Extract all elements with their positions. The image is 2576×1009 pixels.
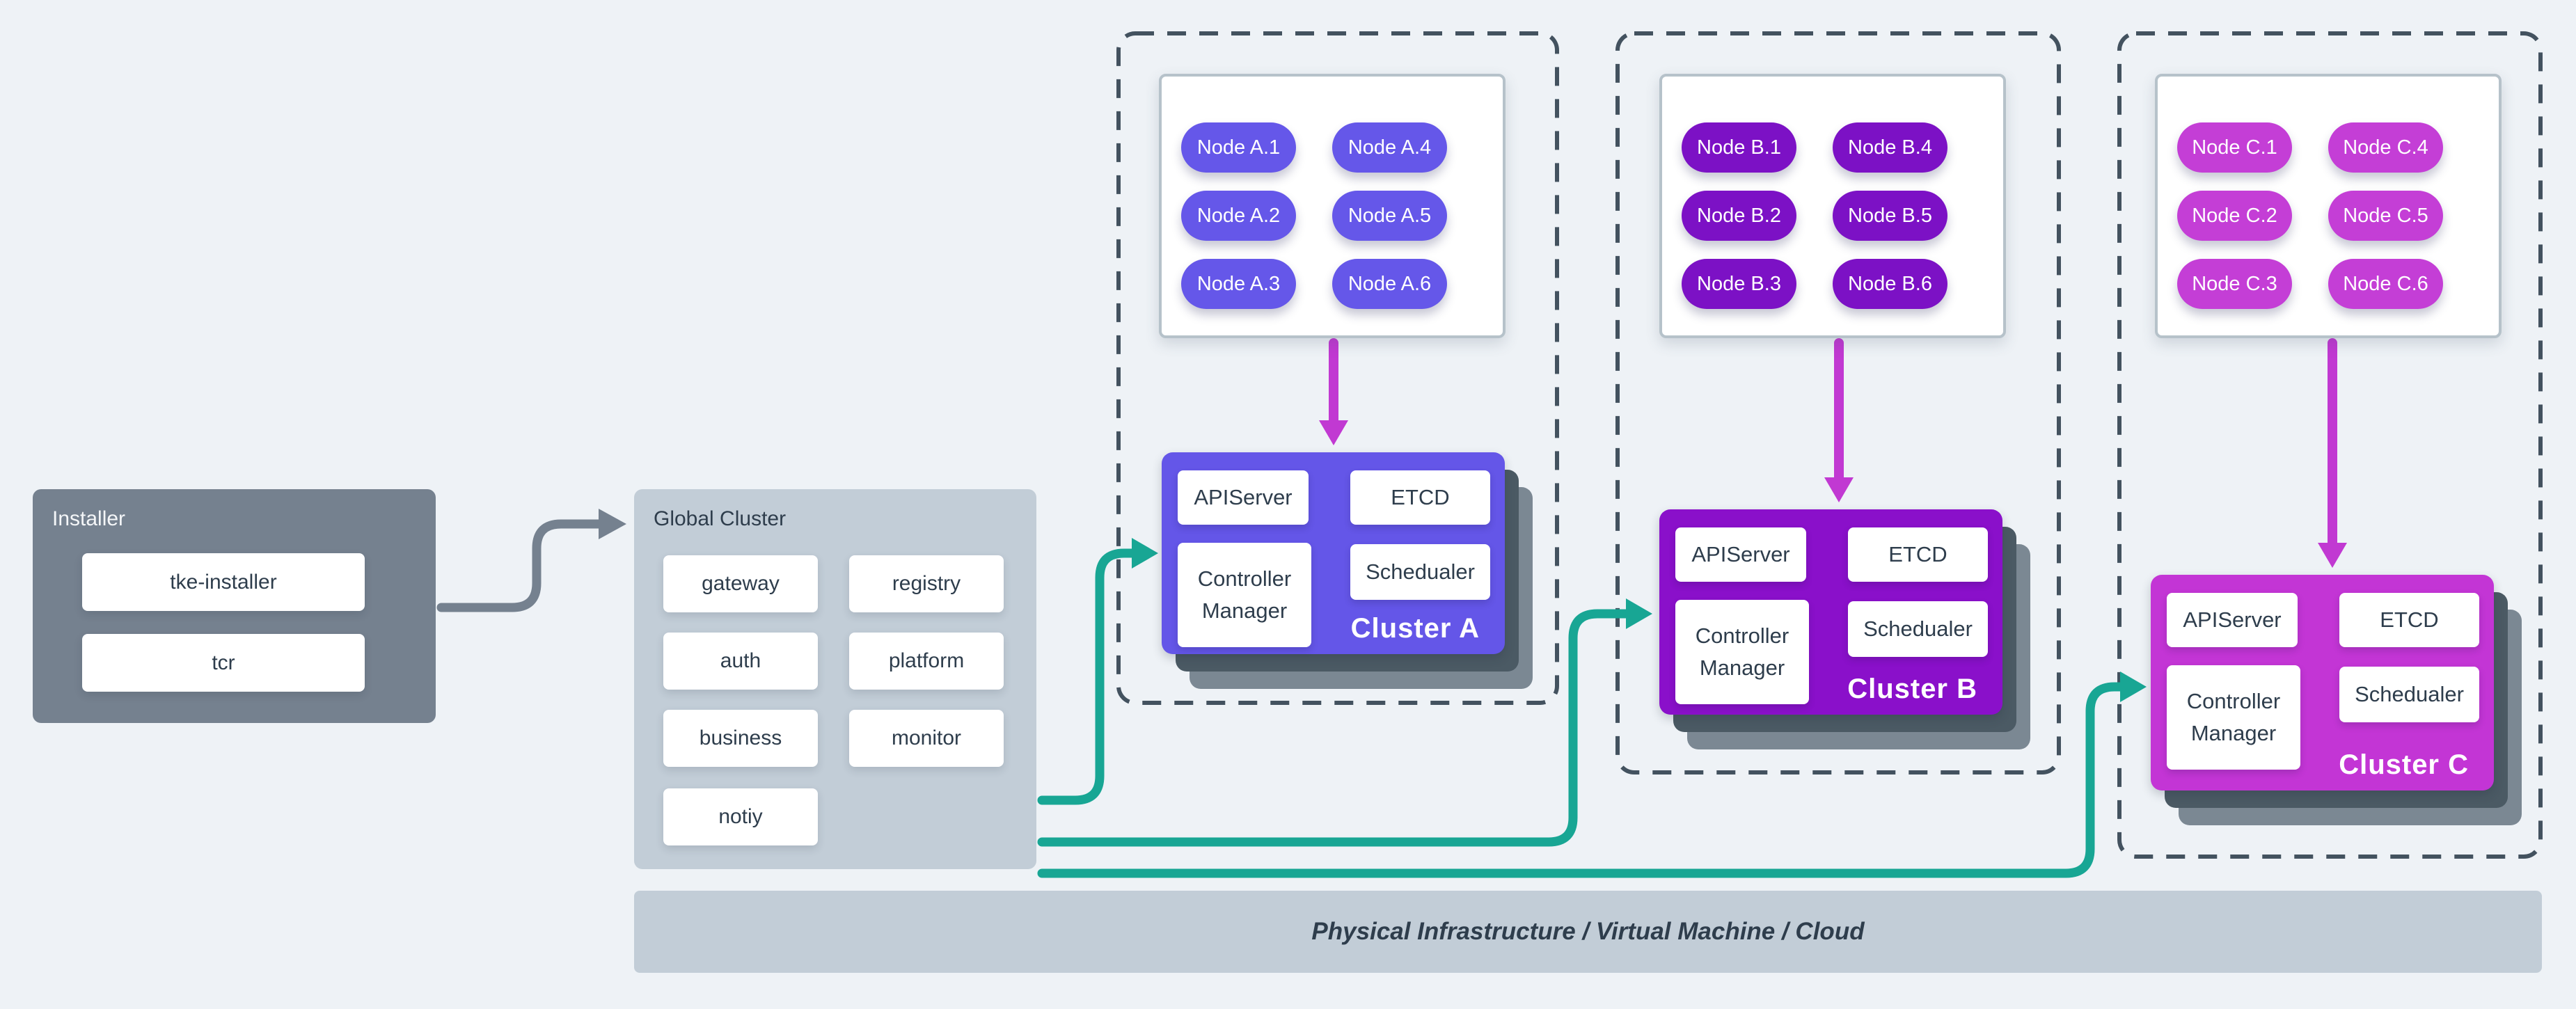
node-c5: Node C.5 bbox=[2328, 191, 2443, 241]
arrowhead-nodes-b-to-cluster-b bbox=[1824, 477, 1854, 502]
cluster-a-box: APIServer ETCD Controller Manager Schedu… bbox=[1162, 452, 1505, 654]
infrastructure-bar-label: Physical Infrastructure / Virtual Machin… bbox=[1311, 918, 1865, 945]
arrow-global-to-cluster-c bbox=[1037, 682, 2125, 878]
node-b6: Node B.6 bbox=[1833, 259, 1947, 309]
arrowhead-global-to-cluster-c bbox=[2120, 672, 2147, 702]
cluster-c-apiserver: APIServer bbox=[2167, 593, 2298, 647]
arrowhead-nodes-c-to-cluster-c bbox=[2318, 543, 2347, 568]
cluster-c-scheduler: Schedualer bbox=[2339, 667, 2479, 722]
node-b2: Node B.2 bbox=[1682, 191, 1796, 241]
cluster-c-label: Cluster C bbox=[2339, 749, 2469, 780]
node-c3: Node C.3 bbox=[2177, 259, 2292, 309]
node-b1: Node B.1 bbox=[1682, 122, 1796, 173]
cluster-b-scheduler: Schedualer bbox=[1848, 601, 1988, 657]
global-item-business: business bbox=[663, 710, 818, 767]
node-c4: Node C.4 bbox=[2328, 122, 2443, 173]
node-b3: Node B.3 bbox=[1682, 259, 1796, 309]
global-item-gateway: gateway bbox=[663, 555, 818, 612]
cluster-a-apiserver: APIServer bbox=[1178, 470, 1309, 525]
global-item-notiy: notiy bbox=[663, 788, 818, 845]
cluster-a-scheduler: Schedualer bbox=[1350, 544, 1490, 600]
cluster-b-apiserver: APIServer bbox=[1675, 527, 1806, 582]
cluster-b-dashed-boundary bbox=[1615, 31, 2061, 774]
node-c1: Node C.1 bbox=[2177, 122, 2292, 173]
node-b4: Node B.4 bbox=[1833, 122, 1947, 173]
global-item-monitor: monitor bbox=[849, 710, 1004, 767]
cluster-c-box: APIServer ETCD Controller Manager Schedu… bbox=[2151, 575, 2494, 790]
arrow-installer-to-global-cluster bbox=[436, 519, 603, 612]
cluster-b-box: APIServer ETCD Controller Manager Schedu… bbox=[1659, 509, 2002, 715]
global-cluster-panel: Global Cluster gateway registry auth pla… bbox=[634, 489, 1036, 869]
infrastructure-bar: Physical Infrastructure / Virtual Machin… bbox=[634, 891, 2542, 973]
arrow-global-to-cluster-b bbox=[1037, 609, 1631, 847]
cluster-c-etcd: ETCD bbox=[2339, 593, 2479, 647]
cluster-b-node-group: Node B.1 Node B.2 Node B.3 Node B.4 Node… bbox=[1659, 74, 2006, 338]
cluster-a-node-group: Node A.1 Node A.2 Node A.3 Node A.4 Node… bbox=[1159, 74, 1506, 338]
cluster-b-controller-manager: Controller Manager bbox=[1675, 600, 1809, 704]
arrowhead-global-to-cluster-b bbox=[1626, 598, 1652, 629]
installer-item-tke-installer: tke-installer bbox=[82, 553, 365, 611]
cluster-a-label: Cluster A bbox=[1350, 613, 1480, 644]
arrow-global-to-cluster-a bbox=[1037, 548, 1137, 805]
node-a3: Node A.3 bbox=[1181, 259, 1296, 309]
node-a4: Node A.4 bbox=[1332, 122, 1447, 173]
node-b5: Node B.5 bbox=[1833, 191, 1947, 241]
node-a2: Node A.2 bbox=[1181, 191, 1296, 241]
global-item-auth: auth bbox=[663, 633, 818, 690]
cluster-a-controller-manager: Controller Manager bbox=[1178, 543, 1311, 647]
installer-item-tcr: tcr bbox=[82, 634, 365, 692]
installer-title: Installer bbox=[52, 507, 126, 530]
cluster-a-dashed-boundary bbox=[1116, 31, 1559, 705]
node-c2: Node C.2 bbox=[2177, 191, 2292, 241]
arrowhead-nodes-a-to-cluster-a bbox=[1319, 420, 1348, 445]
cluster-c-dashed-boundary bbox=[2117, 31, 2543, 859]
node-a1: Node A.1 bbox=[1181, 122, 1296, 173]
global-item-registry: registry bbox=[849, 555, 1004, 612]
cluster-c-controller-manager: Controller Manager bbox=[2167, 665, 2300, 770]
cluster-b-etcd: ETCD bbox=[1848, 527, 1988, 582]
cluster-a-etcd: ETCD bbox=[1350, 470, 1490, 525]
cluster-b-label: Cluster B bbox=[1847, 674, 1977, 704]
global-item-platform: platform bbox=[849, 633, 1004, 690]
node-a5: Node A.5 bbox=[1332, 191, 1447, 241]
installer-panel: Installer tke-installer tcr bbox=[33, 489, 436, 723]
cluster-c-node-group: Node C.1 Node C.2 Node C.3 Node C.4 Node… bbox=[2155, 74, 2502, 338]
arrowhead-global-to-cluster-a bbox=[1132, 538, 1158, 569]
arrowhead-installer-to-global-cluster bbox=[599, 509, 626, 539]
node-a6: Node A.6 bbox=[1332, 259, 1447, 309]
node-c6: Node C.6 bbox=[2328, 259, 2443, 309]
global-cluster-title: Global Cluster bbox=[654, 507, 787, 530]
